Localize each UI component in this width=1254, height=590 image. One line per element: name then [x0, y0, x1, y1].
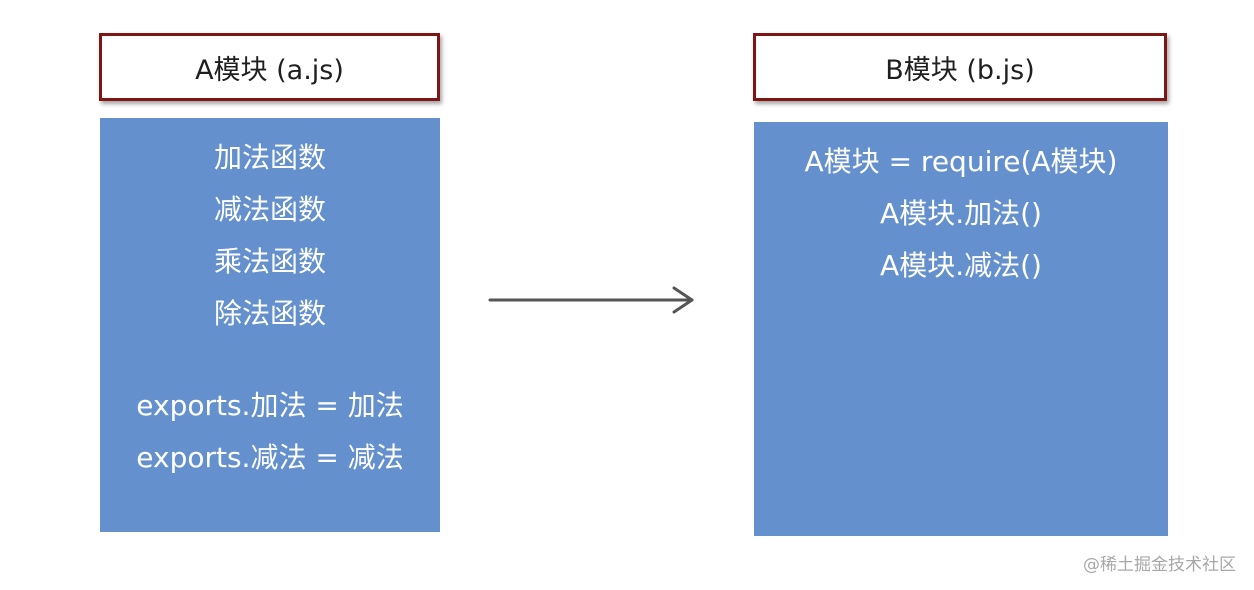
module-b-call-add: A模块.加法() — [880, 197, 1042, 230]
module-a-function-subtract: 减法函数 — [213, 193, 326, 226]
module-a-export-add: exports.加法 = 加法 — [136, 389, 404, 422]
module-b-title: B模块 (b.js) — [885, 54, 1035, 86]
module-b-call-subtract: A模块.减法() — [880, 249, 1042, 282]
module-b-panel: A模块 = require(A模块) A模块.加法() A模块.减法() — [754, 122, 1168, 536]
arrow-right-icon — [488, 286, 694, 314]
module-a-title-box: A模块 (a.js) — [99, 33, 440, 101]
module-a-function-add: 加法函数 — [213, 141, 326, 174]
module-b-require-line: A模块 = require(A模块) — [804, 145, 1118, 178]
module-a-export-subtract: exports.减法 = 减法 — [136, 441, 404, 474]
watermark: @稀土掘金技术社区 — [1083, 555, 1236, 575]
module-a-panel: 加法函数 减法函数 乘法函数 除法函数 exports.加法 = 加法 expo… — [100, 118, 440, 532]
module-a-function-divide: 除法函数 — [213, 297, 326, 330]
module-b-title-box: B模块 (b.js) — [753, 33, 1167, 101]
module-a-title: A模块 (a.js) — [195, 54, 344, 86]
module-a-function-multiply: 乘法函数 — [213, 245, 326, 278]
